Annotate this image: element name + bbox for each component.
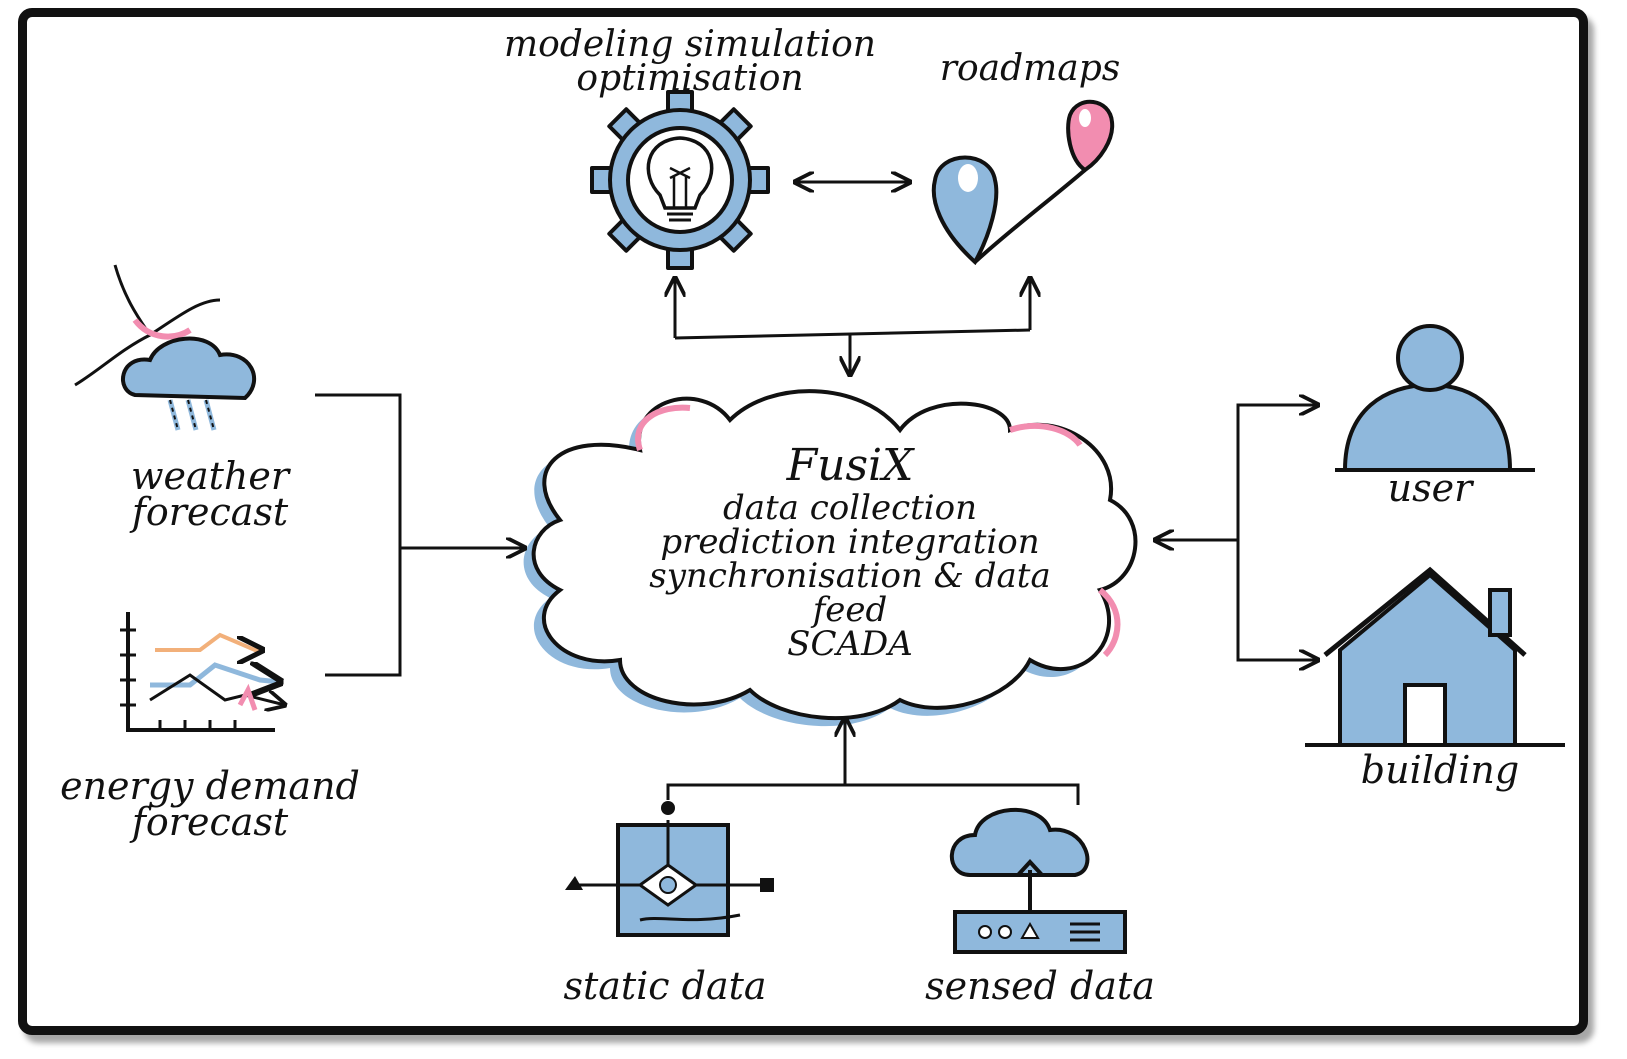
connectors <box>315 182 1318 805</box>
label-sensed-data: sensed data <box>925 964 1155 1008</box>
hub-line-1: data collection <box>722 488 978 528</box>
hub-line-4: feed <box>812 590 888 630</box>
label-user: user <box>1387 466 1473 510</box>
label-roadmaps: roadmaps <box>939 48 1121 89</box>
label-modeling: modeling simulation optimisation <box>490 26 890 96</box>
storm-cloud-icon <box>74 264 257 431</box>
hub-text: FusiX data collection prediction integra… <box>620 440 1080 661</box>
hub-cloud-accent-1 <box>635 404 691 451</box>
document-icon <box>565 801 774 937</box>
hub-cloud-accent-2 <box>1009 422 1083 447</box>
hub-cloud <box>523 389 1138 727</box>
hub-cloud-outline <box>531 389 1138 721</box>
label-static-data: static data <box>563 964 767 1008</box>
hub-line-5: SCADA <box>787 624 913 664</box>
gear-bulb-icon <box>590 90 770 270</box>
right-bracket <box>1236 403 1318 662</box>
label-building: building <box>1360 748 1520 792</box>
hub-line-3: synchronisation & data <box>649 556 1051 596</box>
top-bracket <box>674 328 1031 340</box>
cloud-upload-icon <box>949 808 1127 954</box>
map-pins-icon <box>931 99 1115 266</box>
hub-title: FusiX <box>786 440 914 491</box>
label-modeling-text: modeling simulation optimisation <box>504 24 876 100</box>
label-energy: energy demand forecast <box>60 764 360 845</box>
left-bracket <box>315 393 402 677</box>
line-chart-icon <box>120 612 285 732</box>
user-icon <box>1335 324 1535 472</box>
hub-cloud-accent-3 <box>1098 587 1121 658</box>
bottom-bracket <box>666 783 1080 805</box>
label-weather: weather forecast <box>130 454 290 535</box>
hub-line-2: prediction integration <box>660 522 1040 562</box>
house-icon <box>1305 566 1565 747</box>
